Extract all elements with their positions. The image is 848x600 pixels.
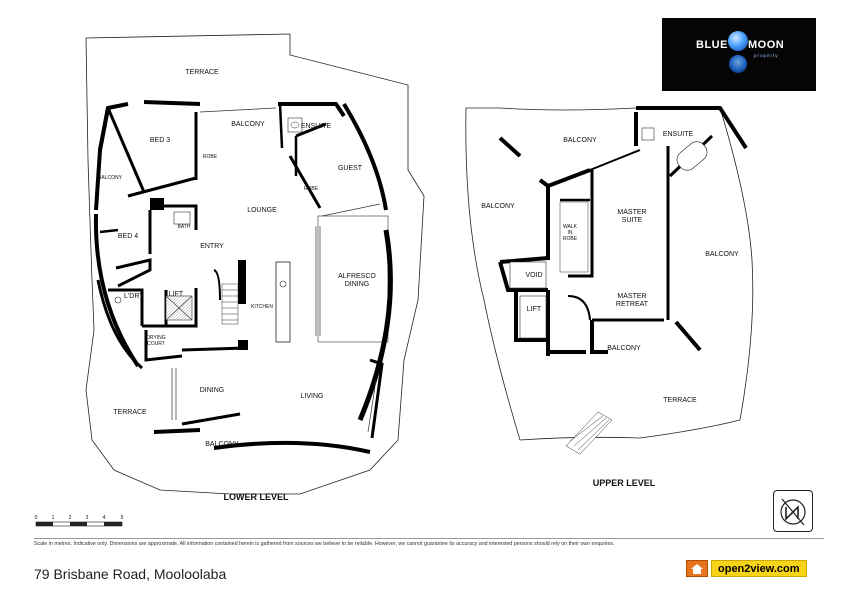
lower-level-plan: TERRACE BALCONY ENSUITE BED 3 ROBE ROBE …: [85, 33, 425, 502]
scale-tick: 0: [35, 515, 38, 521]
upper-label-terrace: TERRACE: [663, 397, 697, 404]
lower-level-title: LOWER LEVEL: [224, 492, 290, 502]
room-label-ldry: L'DRY: [124, 293, 144, 300]
open2view-wordmark: open2view.com: [711, 560, 807, 577]
room-label-balcony-bottom: BALCONY: [205, 441, 239, 448]
room-label-terrace-top: TERRACE: [185, 69, 219, 76]
upper-label-lift: LIFT: [527, 306, 542, 313]
room-label-bed4: BED 4: [118, 233, 138, 240]
kitchen-bench: [275, 261, 291, 343]
upper-label-balcony-right: BALCONY: [705, 251, 739, 258]
upper-label-balcony-bottom: BALCONY: [607, 345, 641, 352]
room-label-robe-1: ROBE: [203, 154, 218, 160]
logo-word-right: MOON: [748, 39, 785, 51]
scale-tick: 1: [52, 515, 55, 521]
house-icon: [686, 560, 708, 577]
room-label-terrace-left: TERRACE: [113, 409, 147, 416]
moon-reflection-icon: [729, 55, 747, 73]
lower-tiled-area: [85, 33, 425, 495]
void-area: [509, 261, 547, 289]
room-label-kitchen: KITCHEN: [251, 304, 273, 310]
upper-interior-floor: [548, 144, 676, 354]
property-address: 79 Brisbane Road, Mooloolaba: [34, 566, 227, 582]
room-label-living: LIVING: [301, 393, 324, 400]
room-label-fridge: F: [242, 270, 245, 276]
open2view-badge: open2view.com: [686, 560, 807, 577]
room-label-ensuite: ENSUITE: [301, 123, 332, 130]
room-label-lift: LIFT: [169, 291, 184, 298]
moon-icon: [728, 31, 748, 51]
room-label-balcony-top: BALCONY: [231, 121, 265, 128]
room-label-lounge: LOUNGE: [247, 207, 277, 214]
scale-tick: 4: [103, 515, 106, 521]
lower-stairs: [221, 283, 239, 325]
room-label-guest: GUEST: [338, 165, 363, 172]
upper-label-balcony-left: BALCONY: [481, 203, 515, 210]
upper-label-ensuite: ENSUITE: [663, 131, 694, 138]
blue-moon-logo: BLUE MOON property: [662, 18, 816, 91]
upper-level-title: UPPER LEVEL: [593, 478, 656, 488]
logo-sub: property: [754, 53, 779, 58]
room-label-dining: DINING: [200, 387, 225, 394]
upper-label-void: VOID: [525, 272, 542, 279]
room-label-bed3: BED 3: [150, 137, 170, 144]
upper-label-balcony-top: BALCONY: [563, 137, 597, 144]
logo-word-left: BLUE: [696, 39, 728, 51]
scale-tick: 2: [69, 515, 72, 521]
upper-stairs: [565, 411, 613, 455]
scale-tick: 3: [86, 515, 89, 521]
room-label-balcony-left: BALCONY: [98, 175, 123, 181]
scale-tick: 5: [121, 515, 124, 521]
room-label-bath: BATH: [178, 224, 191, 230]
floor-plan: TERRACE BALCONY ENSUITE BED 3 ROBE ROBE …: [35, 33, 754, 527]
disclaimer-text: Scale in metres. Indicative only. Dimens…: [34, 538, 824, 547]
north-compass-icon: [773, 490, 813, 532]
room-label-robe-2: ROBE: [304, 186, 319, 192]
room-label-entry: ENTRY: [200, 243, 224, 250]
scale-bar: 0 1 2 3 4 5: [35, 515, 124, 527]
